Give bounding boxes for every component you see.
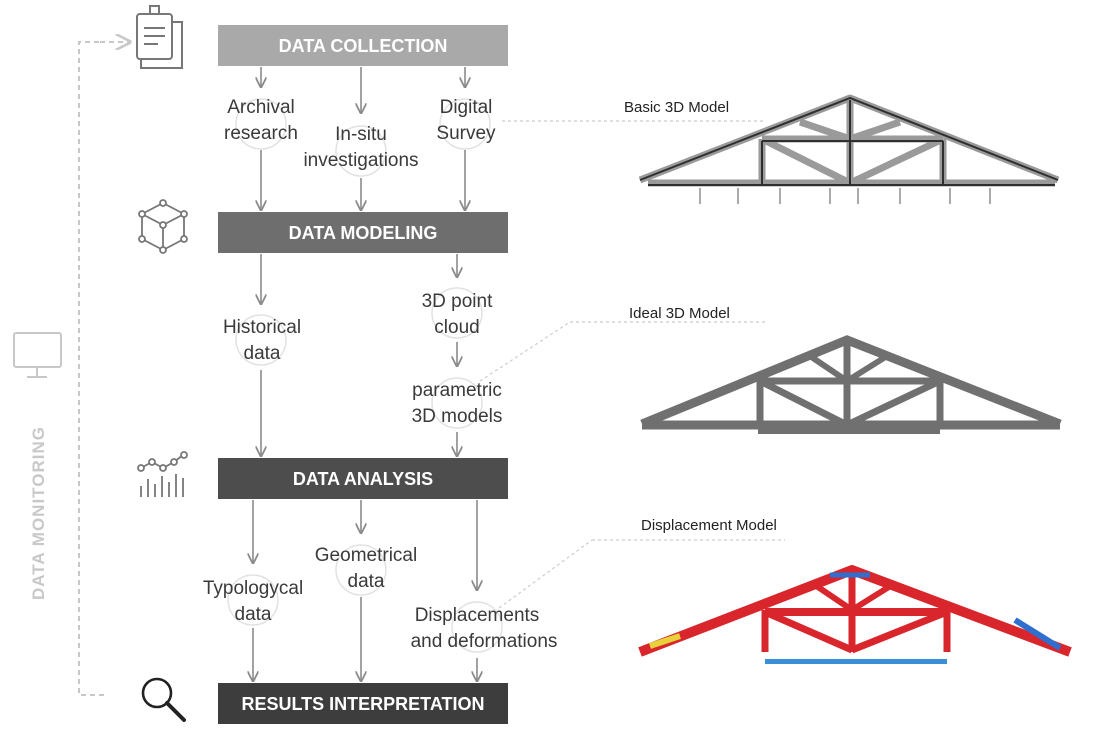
ideal-3d-model-image: [640, 335, 1062, 434]
node-line: Archival: [227, 97, 295, 118]
node-line: Survey: [436, 123, 496, 144]
stage-data-analysis: DATA ANALYSIS: [218, 458, 508, 499]
node-line: Geometrical: [315, 545, 417, 566]
stage-label: DATA COLLECTION: [279, 36, 448, 56]
stage-results-interpretation: RESULTS INTERPRETATION: [218, 683, 508, 724]
basic-3d-model-image: [638, 94, 1060, 204]
node-line: Displacements: [415, 605, 540, 626]
node-archival-research: Archival research: [224, 97, 298, 144]
data-monitoring-label: DATA MONITORING: [29, 426, 48, 600]
node-digital-survey: Digital Survey: [436, 97, 496, 144]
documents-icon: [136, 5, 183, 69]
stage-data-collection: DATA COLLECTION: [218, 25, 508, 66]
stage-label: DATA ANALYSIS: [293, 469, 433, 489]
monitoring-loop: [78, 42, 130, 696]
node-line: Digital: [440, 97, 493, 118]
displacement-model-title: Displacement Model: [641, 517, 777, 534]
node-line: data: [235, 604, 272, 625]
node-line: data: [244, 343, 281, 364]
node-circles: [227, 98, 503, 653]
node-line: Historical: [223, 317, 301, 338]
ideal-model-title: Ideal 3D Model: [629, 305, 730, 322]
leader-lines: [479, 120, 785, 609]
monitor-icon: [13, 332, 62, 378]
stage-label: DATA MODELING: [289, 223, 438, 243]
node-line: cloud: [434, 317, 479, 338]
node-line: investigations: [303, 150, 418, 171]
node-line: research: [224, 123, 298, 144]
node-parametric-3d-models: parametric 3D models: [412, 380, 503, 427]
displacement-model-image: [638, 565, 1072, 664]
node-displacements-deformations: Displacements and deformations: [411, 605, 558, 652]
node-in-situ-investigations: In-situ investigations: [303, 124, 418, 171]
node-geometrical-data: Geometrical data: [315, 545, 417, 592]
node-line: Typologycal: [203, 578, 303, 599]
node-line: In-situ: [335, 124, 387, 145]
node-line: parametric: [412, 380, 502, 401]
magnifier-icon: [141, 677, 186, 722]
node-line: 3D point: [422, 291, 493, 312]
node-line: 3D models: [412, 406, 503, 427]
stage-data-modeling: DATA MODELING: [218, 212, 508, 253]
stage-label: RESULTS INTERPRETATION: [242, 694, 485, 714]
analytics-chart-icon: [137, 451, 188, 497]
flow-arrows: [253, 67, 477, 681]
node-line: and deformations: [411, 631, 558, 652]
cube-icon: [138, 199, 188, 254]
node-3d-point-cloud: 3D point cloud: [422, 291, 493, 338]
node-typologycal-data: Typologycal data: [203, 578, 303, 625]
node-line: data: [348, 571, 385, 592]
basic-model-title: Basic 3D Model: [624, 99, 729, 116]
node-historical-data: Historical data: [223, 317, 301, 364]
